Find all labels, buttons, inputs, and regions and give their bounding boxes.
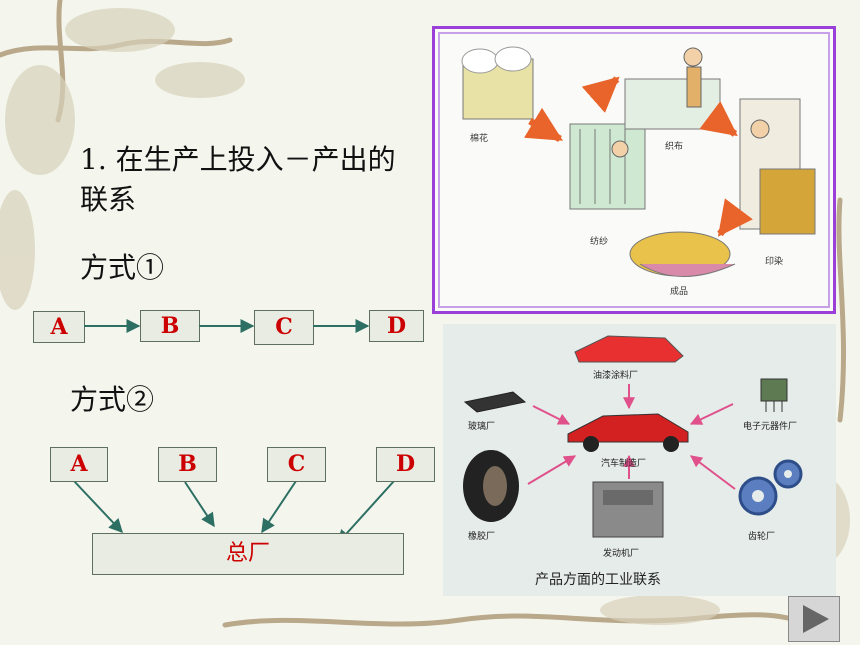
way2-arrow-d [337, 480, 395, 545]
next-slide-button[interactable] [788, 596, 840, 642]
step-printing-label: 印染 [765, 257, 784, 267]
way2-arrow-a [73, 480, 123, 534]
textile-illustration [461, 46, 816, 277]
way1-node-a: A [33, 311, 85, 343]
way1-label: 方式① [80, 251, 165, 284]
way2-arrow-b [184, 481, 215, 528]
way2-arrow-c [261, 480, 297, 534]
way1-node-c: C [254, 310, 314, 345]
play-triangle-icon [803, 605, 829, 633]
automotive-links-panel: 汽车制造厂 油漆涂料厂 玻璃厂 电子元器件厂 橡胶厂 发动机厂 齿轮厂 产品方面… [443, 324, 836, 596]
step-product-label: 成品 [670, 287, 689, 297]
supplier-gear-label: 齿轮厂 [748, 532, 776, 542]
way2-node-c: C [267, 447, 326, 482]
way1-node-d: D [369, 310, 424, 342]
supplier-glass-label: 玻璃厂 [468, 422, 496, 432]
way2-node-b: B [158, 447, 217, 482]
step-weaving-label: 织布 [665, 142, 684, 152]
step-spinning-label: 纺纱 [590, 237, 609, 247]
automotive-illustration [463, 335, 803, 538]
step-cotton-label: 棉花 [470, 134, 489, 144]
section-heading: 1. 在生产上投入－产出的联系 [80, 143, 396, 216]
hub-label: 汽车制造厂 [601, 459, 647, 469]
way1-node-b: B [140, 310, 200, 342]
way2-node-a: A [50, 447, 108, 482]
way2-label: 方式② [70, 383, 155, 416]
supplier-rubber-label: 橡胶厂 [468, 532, 496, 542]
way2-target-node: 总厂 [92, 533, 404, 575]
supplier-electronics-label: 电子元器件厂 [743, 422, 798, 432]
panel2-caption: 产品方面的工业联系 [535, 572, 661, 588]
supplier-engine-label: 发动机厂 [603, 549, 640, 559]
way2-node-d: D [376, 447, 435, 482]
textile-process-panel: 棉花 纺纱 织布 印染 成品 [432, 26, 836, 314]
supplier-paint-label: 油漆涂料厂 [593, 371, 639, 381]
